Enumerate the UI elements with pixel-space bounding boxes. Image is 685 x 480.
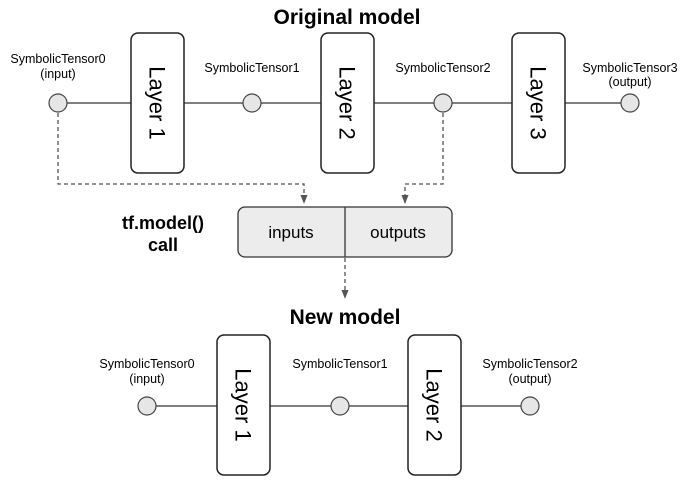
new-layer-2-label: Layer 2: [422, 368, 447, 441]
new-tensor-label-1: SymbolicTensor1: [292, 357, 387, 371]
new-tensor-note-0: (input): [129, 372, 164, 386]
new-model: SymbolicTensor0 (input) SymbolicTensor1 …: [99, 334, 578, 476]
layer-3-box: Layer 3: [511, 32, 566, 174]
new-tensor-node-2: [520, 396, 540, 416]
inputs-label: inputs: [268, 223, 313, 242]
tensor-node-1: [242, 93, 262, 113]
new-tensor-node-0: [137, 396, 157, 416]
new-tensor-label-0: SymbolicTensor0: [99, 357, 194, 371]
layer-1-box: Layer 1: [130, 32, 185, 174]
tensor-label-1: SymbolicTensor1: [204, 61, 299, 75]
new-layer-2-box: Layer 2: [407, 334, 462, 476]
tensor-node-2: [433, 93, 453, 113]
original-model-title: Original model: [273, 6, 420, 29]
tensor-node-0: [48, 93, 68, 113]
tensor-label-3: SymbolicTensor3: [582, 61, 677, 75]
tensor-note-3: (output): [608, 75, 651, 89]
layer-2-box: Layer 2: [320, 32, 375, 174]
original-model: SymbolicTensor0 (input) SymbolicTensor1 …: [10, 32, 678, 174]
new-tensor-node-1: [330, 396, 350, 416]
new-tensor-label-2: SymbolicTensor2: [482, 357, 577, 371]
new-layer-1-box: Layer 1: [216, 334, 271, 476]
new-model-title: New model: [290, 306, 401, 329]
layer-1-label: Layer 1: [145, 66, 170, 139]
tensor-note-0: (input): [40, 67, 75, 81]
call-label-line1: tf.model(): [122, 213, 204, 233]
model-call: tf.model() call inputs outputs: [122, 206, 453, 258]
tensor-label-2: SymbolicTensor2: [395, 61, 490, 75]
tensor-label-0: SymbolicTensor0: [10, 52, 105, 66]
call-label-line2: call: [148, 235, 178, 255]
input-dashed-arrow: [57, 113, 308, 204]
layer-2-label: Layer 2: [335, 66, 360, 139]
new-tensor-note-2: (output): [508, 372, 551, 386]
layer-3-label: Layer 3: [526, 66, 551, 139]
new-layer-1-label: Layer 1: [231, 368, 256, 441]
tensor-node-3: [620, 93, 640, 113]
outputs-label: outputs: [370, 223, 426, 242]
output-dashed-arrow: [401, 113, 444, 204]
